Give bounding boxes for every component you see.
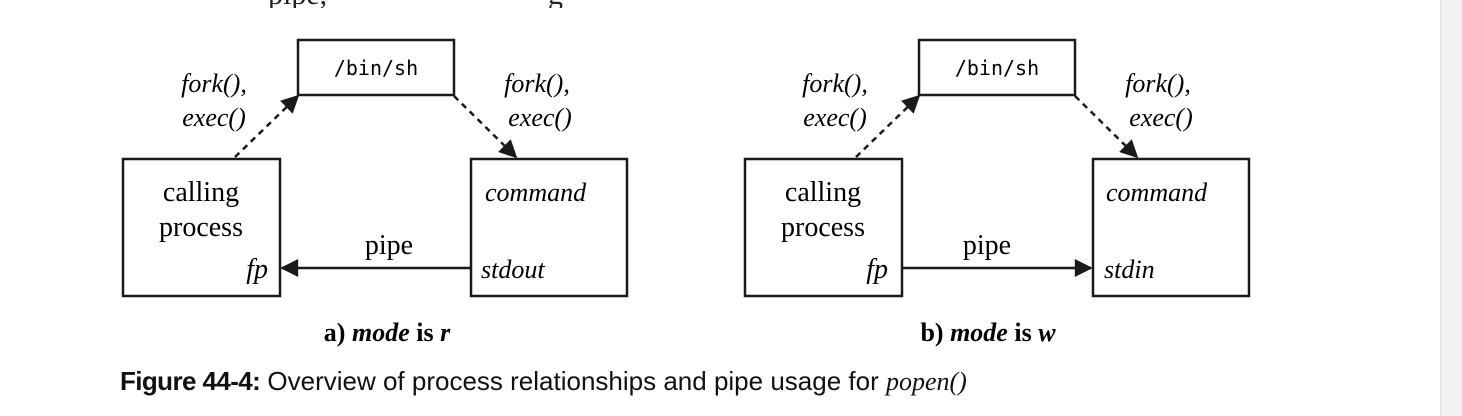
figure-caption-text: Overview of process relationships and pi… [260, 366, 886, 396]
fork-label-right-line1: fork(), [504, 69, 570, 98]
fork-arrow-to-command [1074, 95, 1139, 159]
cropped-previous-line: pipe, g [0, 0, 1440, 8]
command-box [469, 157, 629, 298]
calling-process-label-line1: calling [163, 177, 239, 208]
fork-label-right-line1: fork(), [1125, 69, 1191, 98]
fork-label-left-line1: fork(), [181, 69, 247, 98]
fp-label: fp [866, 254, 888, 285]
command-label: command [1106, 178, 1208, 207]
stdin-label: stdin [1104, 255, 1155, 284]
fork-label-left-line2: exec() [803, 103, 866, 132]
fp-label: fp [246, 254, 268, 285]
shell-label: /bin/sh [955, 56, 1039, 80]
shell-box [296, 38, 456, 97]
calling-process-label-line1: calling [785, 177, 861, 208]
pipe-label: pipe [365, 230, 413, 261]
calling-process-box [743, 157, 904, 298]
subcaption-a: a) mode is r [324, 318, 451, 347]
panel-b: /bin/sh calling process fp command stdin… [743, 38, 1251, 347]
command-box [1091, 157, 1251, 298]
calling-process-label-line2: process [781, 212, 865, 243]
shell-label: /bin/sh [334, 56, 418, 80]
fork-arrow-to-shell [855, 94, 921, 158]
figure-caption-function: popen() [885, 367, 967, 396]
pipe-label: pipe [963, 230, 1011, 261]
fork-arrow-to-shell [234, 94, 300, 158]
fork-label-left-line1: fork(), [802, 69, 868, 98]
vertical-scrollbar[interactable] [1440, 0, 1462, 416]
command-label: command [485, 178, 587, 207]
figure-caption: Figure 44-4: Overview of process relatio… [120, 366, 967, 397]
fork-arrow-to-command [453, 95, 518, 159]
cropped-text-right: g [548, 0, 563, 8]
subcaption-b: b) mode is w [920, 318, 1056, 347]
calling-process-box [121, 157, 282, 298]
panel-a: /bin/sh calling process fp command stdou… [121, 38, 629, 347]
fork-label-right-line2: exec() [508, 103, 571, 132]
cropped-text-left: pipe, [268, 0, 327, 8]
stdout-label: stdout [481, 255, 545, 284]
fork-label-right-line2: exec() [1129, 103, 1192, 132]
figure-number: Figure 44-4: [120, 366, 261, 396]
shell-box [917, 38, 1077, 97]
popen-diagram: /bin/sh calling process fp command stdou… [121, 38, 1251, 347]
fork-label-left-line2: exec() [182, 103, 245, 132]
calling-process-label-line2: process [159, 212, 243, 243]
